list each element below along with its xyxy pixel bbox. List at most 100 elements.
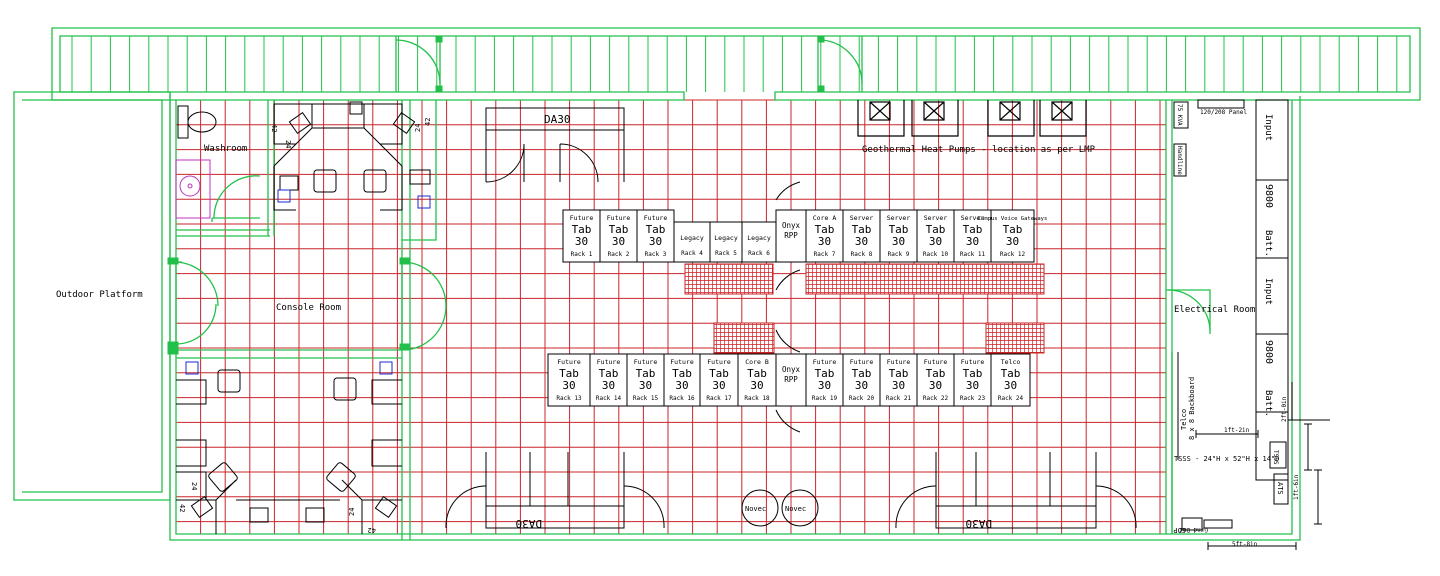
rack-label: Tab xyxy=(852,367,872,380)
desk-number-4: 42 xyxy=(424,118,432,126)
desk-number-5: 42 xyxy=(178,504,186,512)
rack-label: Tab xyxy=(926,223,946,236)
desk-number-2: 24 xyxy=(284,140,292,148)
rack-box xyxy=(990,353,1031,407)
rack-label: Tab xyxy=(646,223,666,236)
ups-batt-label-2: Batt. xyxy=(1263,390,1273,417)
rack-box xyxy=(775,209,807,263)
rack-box xyxy=(805,353,844,407)
rack-label: Future xyxy=(813,358,837,366)
plan-labels: Washroom Console Room Outdoor Platform E… xyxy=(56,104,1300,548)
electrical-room-label: Electrical Room xyxy=(1174,305,1255,315)
da30-bottom-left-label: DA30 xyxy=(516,517,543,530)
da30-bottom-right-label: DA30 xyxy=(966,517,993,530)
rack-label: Legacy xyxy=(747,234,771,242)
rack-label: Future xyxy=(850,358,874,366)
rack-label: Rack 3 xyxy=(645,251,667,258)
rack-label: Rack 10 xyxy=(923,251,949,258)
rack-label: 30 xyxy=(966,235,979,248)
rack-label: Tab xyxy=(815,367,835,380)
rack-label: Rack 14 xyxy=(596,395,622,402)
rack-label: Tab xyxy=(963,367,983,380)
ups-batt-label-1: Batt. xyxy=(1263,230,1273,257)
rack-label: Server xyxy=(961,214,985,222)
rack-box xyxy=(737,353,777,407)
geothermal-label: Geothermal Heat Pumps - location as per … xyxy=(862,145,1096,155)
electrical-equipment xyxy=(1173,99,1330,550)
perforated-tiles xyxy=(684,263,1045,354)
rack-label: Future xyxy=(644,214,668,222)
rack-label: Tab xyxy=(709,367,729,380)
rack-box xyxy=(805,209,844,263)
rack-label: Tab xyxy=(636,367,656,380)
rack-label: Rack 2 xyxy=(608,251,630,258)
rack-label: 30 xyxy=(675,379,688,392)
cdp-label: CDP xyxy=(1173,526,1186,534)
rack-label: Future xyxy=(557,358,581,366)
rack-label: 30 xyxy=(966,379,979,392)
rack-label: Tab xyxy=(852,223,872,236)
rack-box xyxy=(599,209,638,263)
rack-label: Core B xyxy=(745,358,769,366)
rack-label: Onyx xyxy=(782,221,801,230)
rack-box xyxy=(953,209,992,263)
rack-label: Future xyxy=(634,358,658,366)
rack-label: Legacy xyxy=(680,234,704,242)
rack-label: Tab xyxy=(559,367,579,380)
rack-label: Rack 17 xyxy=(706,395,732,402)
rack-box xyxy=(842,353,881,407)
rack-box xyxy=(842,209,881,263)
ups-input-label-1: Input xyxy=(1263,114,1273,141)
rack-label: Tab xyxy=(889,367,909,380)
rack-label: Tab xyxy=(572,223,592,236)
rack-label: 30 xyxy=(649,235,662,248)
rack-label: 30 xyxy=(562,379,575,392)
rack-label: Rack 16 xyxy=(669,395,695,402)
rack-box xyxy=(547,353,591,407)
room-doors xyxy=(775,181,801,433)
rack-box xyxy=(775,353,807,407)
rack-label: 30 xyxy=(575,235,588,248)
panel-label: 120/208 Panel xyxy=(1200,109,1247,116)
building-walls xyxy=(13,27,1421,541)
console-furniture xyxy=(176,101,431,534)
rack-label: Server xyxy=(850,214,874,222)
rack-label: 30 xyxy=(1006,235,1019,248)
rack-label: 30 xyxy=(929,235,942,248)
rack-label: Legacy xyxy=(714,234,738,242)
rack-box xyxy=(699,353,739,407)
backboard-size-label: 8 x 8 Backboard xyxy=(1188,377,1196,440)
da30-top-label: DA30 xyxy=(544,113,571,126)
dimension-label-2: 2ft-0in xyxy=(1281,396,1288,422)
rack-label: Rack 5 xyxy=(715,250,737,257)
rack-label: Rack 7 xyxy=(814,251,836,258)
rack-label: Core A xyxy=(813,214,837,222)
tsss-label: TSSS - 24"H x 52"H x 14"D xyxy=(1174,455,1279,463)
ups-9800-label-1: 9800 xyxy=(1263,184,1274,208)
rack-label: 30 xyxy=(750,379,763,392)
rack-label: Tab xyxy=(609,223,629,236)
rack-label: Rack 19 xyxy=(812,395,838,402)
desk-number-3: 24 xyxy=(414,124,422,132)
tsss-small-label: TSSS xyxy=(1272,450,1279,465)
rack-label: Future xyxy=(670,358,694,366)
desk-number-7: 24 xyxy=(348,508,356,516)
novec-label-1: Novec xyxy=(745,505,766,513)
desk-number-6: 24 xyxy=(190,482,198,490)
rack-label: Campus Voice Gateways xyxy=(978,216,1048,222)
rack-label: RPP xyxy=(784,231,798,240)
kva-label: 75 KVA xyxy=(1176,104,1183,126)
